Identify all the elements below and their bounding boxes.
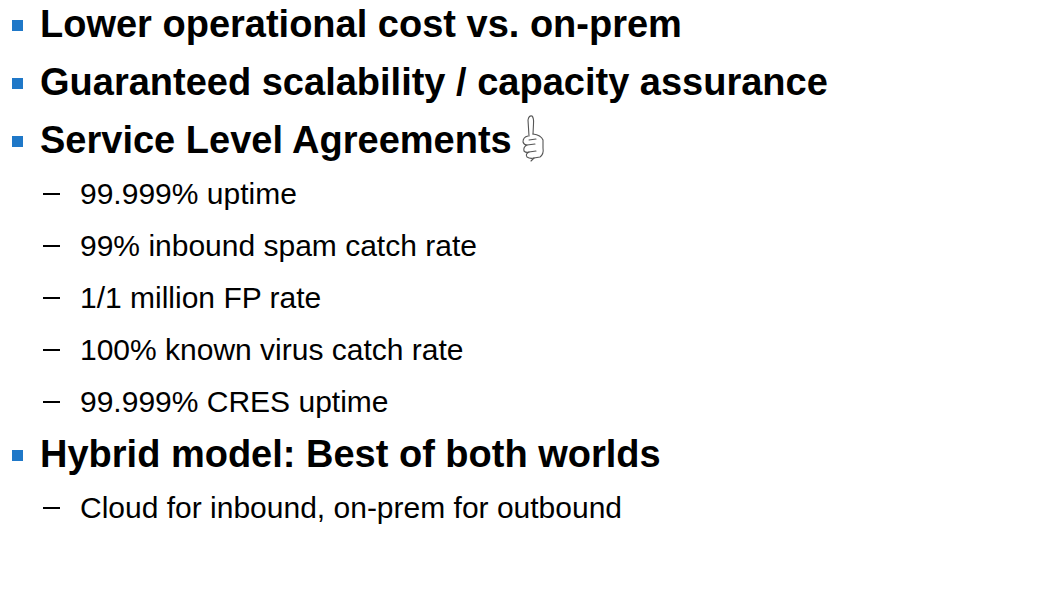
- dash-bullet: [43, 297, 60, 299]
- square-bullet: [12, 450, 23, 461]
- bullet-item: Cloud for inbound, on-prem for outbound: [80, 491, 622, 524]
- dash-bullet: [43, 401, 60, 403]
- bullet-item: 99% inbound spam catch rate: [80, 229, 477, 262]
- dash-bullet: [43, 193, 60, 195]
- bullet-item: 1/1 million FP rate: [80, 281, 321, 314]
- square-bullet: [12, 78, 23, 89]
- square-bullet: [12, 136, 23, 147]
- bullet-heading: Lower operational cost vs. on-prem: [40, 4, 682, 46]
- dash-bullet: [43, 245, 60, 247]
- bullet-item: 100% known virus catch rate: [80, 333, 464, 366]
- bullet-item: 99.999% uptime: [80, 177, 297, 210]
- thumbs-up-icon: [520, 114, 546, 162]
- bullet-heading: Service Level Agreements: [40, 120, 512, 162]
- bullet-heading: Hybrid model: Best of both worlds: [40, 434, 661, 476]
- dash-bullet: [43, 507, 60, 509]
- dash-bullet: [43, 349, 60, 351]
- square-bullet: [12, 20, 23, 31]
- bullet-heading: Guaranteed scalability / capacity assura…: [40, 62, 828, 104]
- bullet-item: 99.999% CRES uptime: [80, 385, 389, 418]
